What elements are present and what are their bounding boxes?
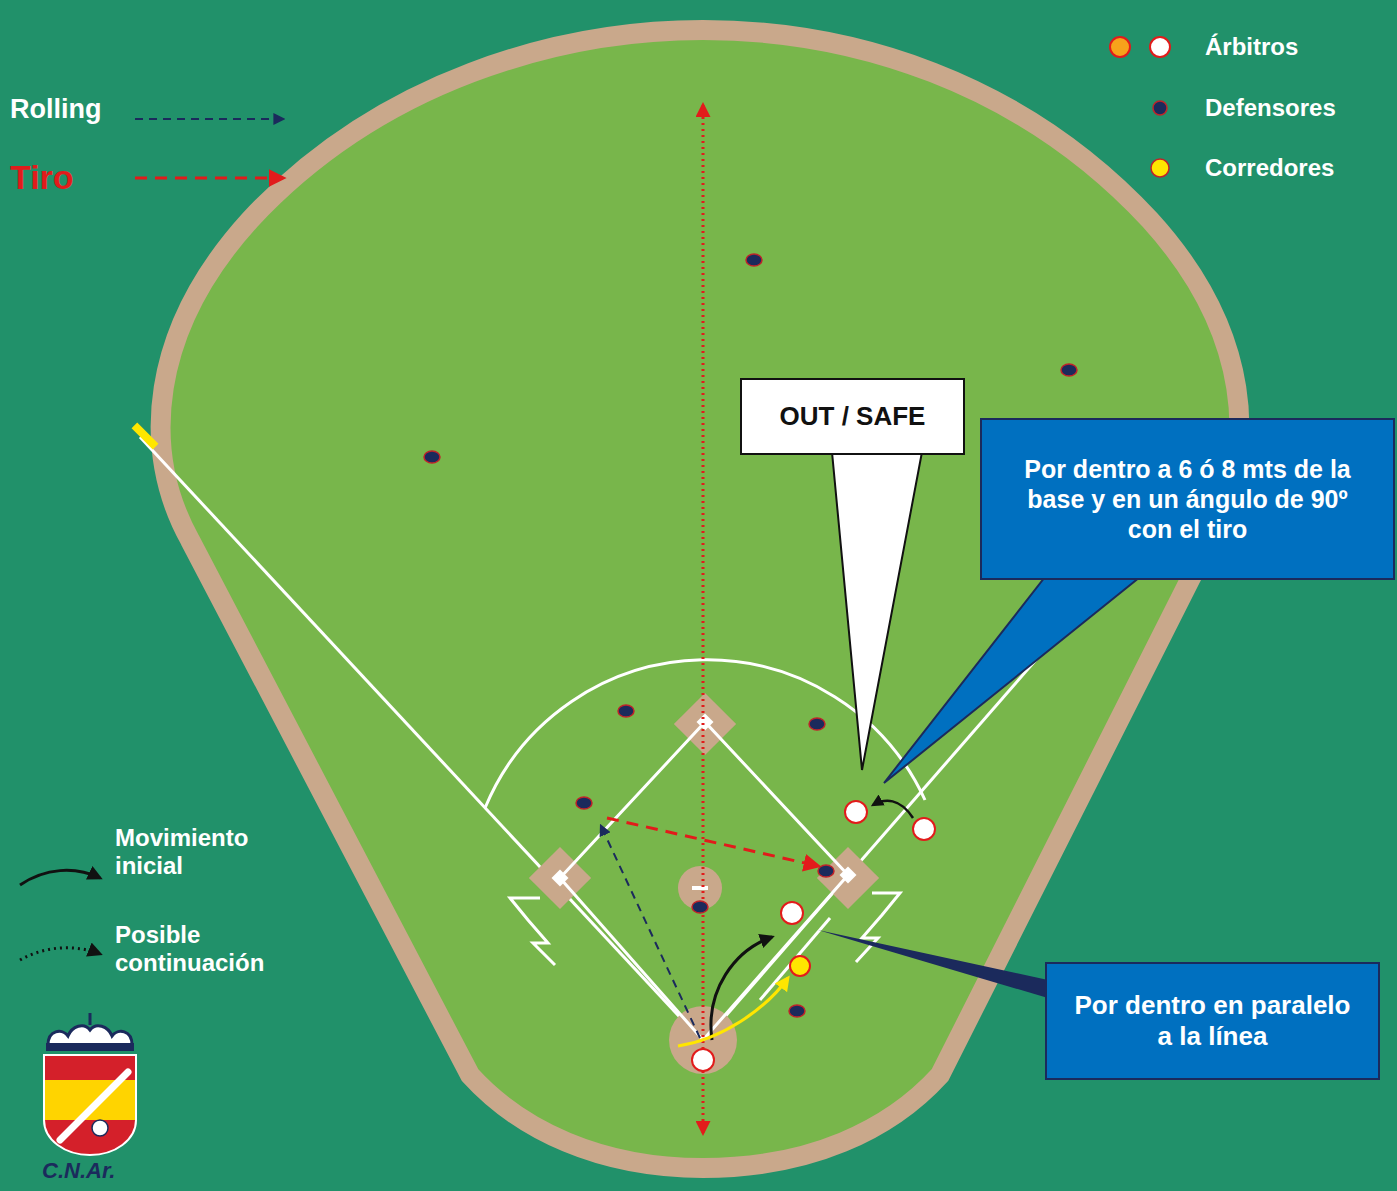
legend-text: Corredores — [1205, 154, 1334, 182]
logo-bat — [60, 1072, 128, 1140]
umpire — [781, 902, 803, 924]
defender — [692, 901, 708, 913]
defender — [746, 254, 762, 266]
logo-cross — [89, 1013, 92, 1025]
coach-box — [510, 898, 555, 965]
umpires — [692, 801, 935, 1071]
defenders — [424, 254, 1077, 1017]
logo-caption: C.N.Ar. — [42, 1158, 115, 1184]
runner-move — [678, 978, 788, 1046]
defender — [576, 797, 592, 809]
base — [697, 714, 714, 731]
throw-path — [607, 818, 818, 866]
defender — [789, 1005, 805, 1017]
legend-sample — [135, 177, 283, 180]
callout-pointer — [818, 930, 1048, 998]
call-callout: OUT / SAFE — [740, 378, 965, 455]
legend-text: Defensores — [1205, 94, 1336, 122]
umpire-move — [873, 801, 913, 818]
callout-pointer — [832, 452, 922, 770]
federation-logo — [44, 1013, 136, 1155]
legend-sample — [135, 118, 283, 120]
legend-text: Posible continuación — [115, 921, 295, 976]
umpire — [913, 818, 935, 840]
logo-shield — [44, 1055, 136, 1155]
running-lane — [760, 918, 830, 1000]
runner — [790, 956, 810, 976]
center-line — [702, 105, 705, 1133]
callout-text: Por dentro en paralelo a la línea — [1073, 990, 1353, 1052]
umpire — [692, 1049, 714, 1071]
legend-sample — [20, 870, 100, 885]
callout-text: Por dentro a 6 ó 8 mts de la base y en u… — [1020, 454, 1355, 544]
defender — [424, 451, 440, 463]
callout-pointer — [884, 577, 1140, 783]
base — [552, 870, 569, 887]
callout-text: OUT / SAFE — [780, 401, 926, 432]
legend-text: Tiro — [10, 158, 74, 197]
logo-crown-base — [46, 1043, 134, 1051]
legend-text: Rolling — [10, 94, 101, 125]
rolling-path — [601, 826, 700, 1038]
legend-swatch — [1151, 159, 1169, 177]
legend-swatch — [1153, 101, 1167, 115]
base — [840, 867, 857, 884]
position-callout: Por dentro en paralelo a la línea — [1045, 962, 1380, 1080]
logo-ball — [92, 1120, 108, 1136]
legend-sample — [20, 948, 100, 960]
pitcher-plate — [692, 886, 708, 890]
defender — [818, 865, 834, 877]
defender — [618, 705, 634, 717]
umpire — [845, 801, 867, 823]
defender — [1061, 364, 1077, 376]
legend-text: Movimiento inicial — [115, 824, 285, 879]
position-callout: Por dentro a 6 ó 8 mts de la base y en u… — [980, 418, 1395, 580]
logo-crown — [48, 1026, 132, 1045]
legend-sample — [1110, 37, 1130, 57]
foul-pole — [132, 423, 159, 450]
umpire-move — [711, 937, 772, 1040]
legend-text: Árbitros — [1205, 33, 1298, 61]
defender — [809, 718, 825, 730]
legend-sample — [1150, 37, 1170, 57]
